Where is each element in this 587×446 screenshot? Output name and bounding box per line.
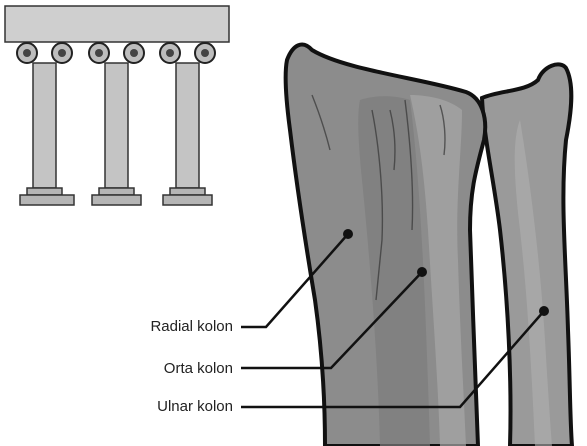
temple-icon (5, 6, 229, 205)
label-ulnar-column: Ulnar kolon (33, 398, 233, 416)
radius-bone (286, 45, 486, 446)
marker-middle (417, 267, 427, 277)
label-middle-column: Orta kolon (33, 360, 233, 378)
label-radial-column: Radial kolon (33, 318, 233, 336)
ulna-bone (482, 64, 572, 446)
marker-radial (343, 229, 353, 239)
marker-ulnar (539, 306, 549, 316)
